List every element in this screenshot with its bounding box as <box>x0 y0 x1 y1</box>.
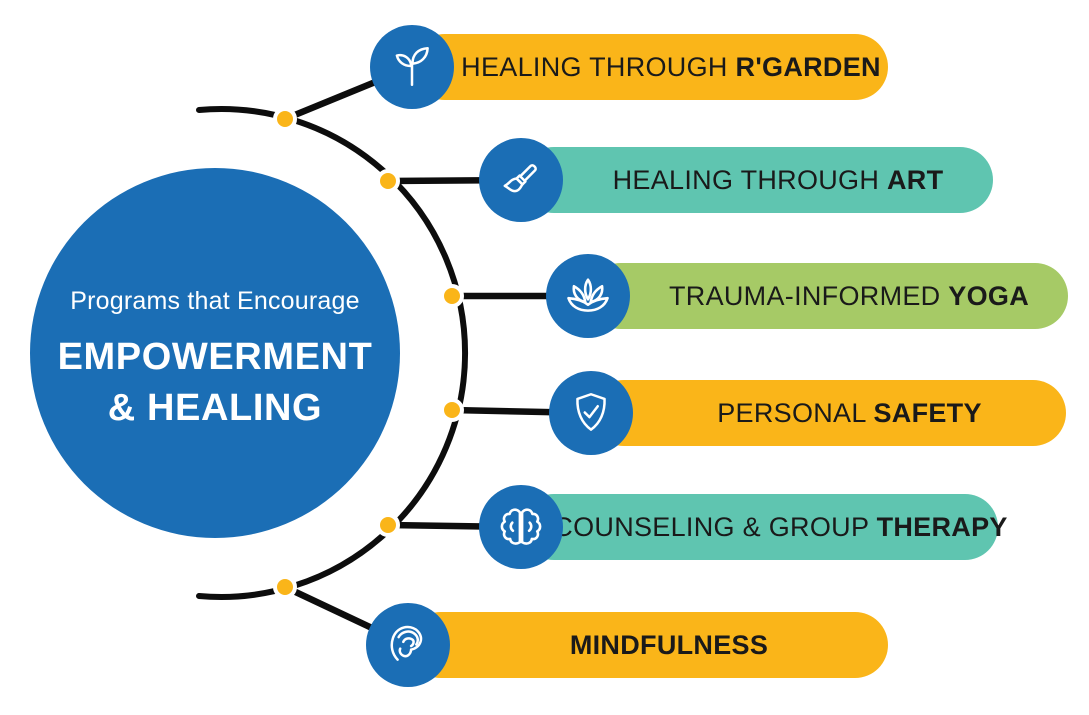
icon-badge-yoga <box>546 254 630 338</box>
connector-dot <box>376 169 400 193</box>
program-pill-yoga: TRAUMA-INFORMED YOGA <box>588 263 1068 329</box>
icon-badge-mindfulness <box>366 603 450 687</box>
pill-label-emphasis: THERAPY <box>876 511 1008 542</box>
connector-arc <box>196 106 468 600</box>
connector-dot <box>440 284 464 308</box>
pill-label-emphasis: MINDFULNESS <box>569 629 769 660</box>
program-pill-art: HEALING THROUGH ART <box>521 147 993 213</box>
program-pill-mindfulness: MINDFULNESS <box>408 612 888 678</box>
center-title-line2: & HEALING <box>107 386 323 429</box>
shield-check-icon <box>576 393 606 431</box>
paintbrush-icon <box>503 164 537 193</box>
pill-label-emphasis: SAFETY <box>873 397 982 428</box>
pill-label-prefix: HEALING THROUGH <box>612 164 887 195</box>
program-pill-rgarden: HEALING THROUGH R'GARDEN <box>412 34 888 100</box>
seedling-icon <box>395 47 429 86</box>
center-circle: Programs that Encourage EMPOWERMENT & HE… <box>30 168 400 538</box>
pill-label-emphasis: ART <box>886 164 944 195</box>
program-pill-safety: PERSONAL SAFETY <box>591 380 1066 446</box>
center-title-line1: EMPOWERMENT <box>57 335 373 378</box>
icon-badge-therapy <box>479 485 563 569</box>
pill-label-prefix: PERSONAL <box>717 397 874 428</box>
icon-badge-safety <box>549 371 633 455</box>
pill-label-emphasis: R'GARDEN <box>735 51 881 82</box>
brain-icon <box>500 508 542 545</box>
connector-dot <box>273 107 297 131</box>
pill-label-prefix: HEALING THROUGH <box>461 51 736 82</box>
icon-badge-rgarden <box>370 25 454 109</box>
lotus-icon <box>567 278 609 312</box>
ear-icon <box>390 625 423 661</box>
pill-label-emphasis: YOGA <box>948 280 1029 311</box>
pill-label-prefix: COUNSELING & GROUP <box>553 511 877 542</box>
connector-dot <box>376 513 400 537</box>
connector-dot <box>440 398 464 422</box>
pill-label-prefix: TRAUMA-INFORMED <box>668 280 949 311</box>
icon-badge-art <box>479 138 563 222</box>
center-intro-text: Programs that Encourage <box>70 286 360 315</box>
program-pill-therapy: COUNSELING & GROUP THERAPY <box>521 494 1007 560</box>
connector-dot <box>273 575 297 599</box>
